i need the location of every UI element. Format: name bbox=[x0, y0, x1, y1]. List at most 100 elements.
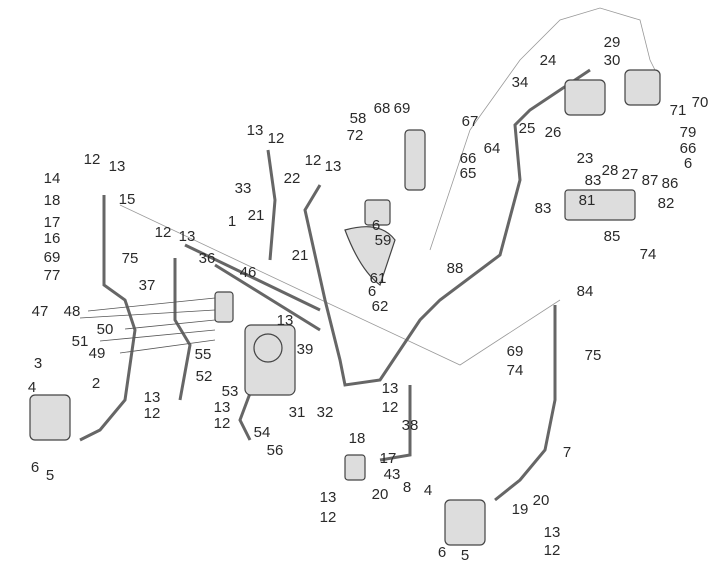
callout-72: 72 bbox=[347, 127, 364, 144]
callout-6: 6 bbox=[31, 459, 39, 476]
abs-motor bbox=[253, 333, 283, 363]
callout-64: 64 bbox=[484, 140, 501, 157]
callout-19: 19 bbox=[512, 501, 529, 518]
callout-24: 24 bbox=[540, 52, 557, 69]
callout-5: 5 bbox=[46, 467, 54, 484]
callout-21: 21 bbox=[248, 207, 265, 224]
callout-12: 12 bbox=[144, 405, 161, 422]
callout-13: 13 bbox=[544, 524, 561, 541]
callout-14: 14 bbox=[44, 170, 61, 187]
callout-22: 22 bbox=[284, 170, 301, 187]
callout-23: 23 bbox=[577, 150, 594, 167]
callout-12: 12 bbox=[305, 152, 322, 169]
parking-caliper bbox=[624, 69, 661, 106]
callout-13: 13 bbox=[325, 158, 342, 175]
callout-4: 4 bbox=[424, 482, 432, 499]
callout-6: 6 bbox=[684, 155, 692, 172]
callout-13: 13 bbox=[382, 380, 399, 397]
callout-13: 13 bbox=[179, 228, 196, 245]
callout-69: 69 bbox=[507, 343, 524, 360]
callout-30: 30 bbox=[604, 52, 621, 69]
callout-38: 38 bbox=[402, 417, 419, 434]
callout-61: 61 bbox=[370, 270, 387, 287]
callout-54: 54 bbox=[254, 424, 271, 441]
callout-12: 12 bbox=[320, 509, 337, 526]
front-right-caliper bbox=[444, 499, 486, 546]
callout-52: 52 bbox=[196, 368, 213, 385]
callout-3: 3 bbox=[34, 355, 42, 372]
callout-32: 32 bbox=[317, 404, 334, 421]
callout-79: 79 bbox=[680, 124, 697, 141]
callout-67: 67 bbox=[462, 113, 479, 130]
callout-59: 59 bbox=[375, 232, 392, 249]
callout-12: 12 bbox=[382, 399, 399, 416]
callout-13: 13 bbox=[109, 158, 126, 175]
callout-12: 12 bbox=[268, 130, 285, 147]
callout-43: 43 bbox=[384, 466, 401, 483]
callout-21: 21 bbox=[292, 247, 309, 264]
callout-65: 65 bbox=[460, 165, 477, 182]
callout-17: 17 bbox=[380, 450, 397, 467]
callout-66: 66 bbox=[460, 150, 477, 167]
bracket bbox=[564, 189, 636, 221]
callout-29: 29 bbox=[604, 34, 621, 51]
pedal-bracket bbox=[404, 129, 426, 191]
callout-88: 88 bbox=[447, 260, 464, 277]
callout-7: 7 bbox=[563, 444, 571, 461]
components bbox=[29, 69, 661, 546]
callout-6: 6 bbox=[372, 217, 380, 234]
callout-58: 58 bbox=[350, 110, 367, 127]
callout-13: 13 bbox=[247, 122, 264, 139]
callout-15: 15 bbox=[119, 191, 136, 208]
callout-53: 53 bbox=[222, 383, 239, 400]
callout-33: 33 bbox=[235, 180, 252, 197]
callout-16: 16 bbox=[44, 230, 61, 247]
callout-13: 13 bbox=[144, 389, 161, 406]
callout-6: 6 bbox=[438, 544, 446, 561]
callout-13: 13 bbox=[214, 399, 231, 416]
callout-75: 75 bbox=[122, 250, 139, 267]
front-left-caliper bbox=[29, 394, 71, 441]
callout-28: 28 bbox=[602, 162, 619, 179]
callout-12: 12 bbox=[155, 224, 172, 241]
callout-5: 5 bbox=[461, 547, 469, 564]
callout-77: 77 bbox=[44, 267, 61, 284]
callout-20: 20 bbox=[533, 492, 550, 509]
callout-70: 70 bbox=[692, 94, 709, 111]
callout-84: 84 bbox=[577, 283, 594, 300]
callout-48: 48 bbox=[64, 303, 81, 320]
callout-18: 18 bbox=[349, 430, 366, 447]
callout-81: 81 bbox=[579, 192, 596, 209]
callout-18: 18 bbox=[44, 192, 61, 209]
callout-4: 4 bbox=[28, 379, 36, 396]
callout-75: 75 bbox=[585, 347, 602, 364]
callout-55: 55 bbox=[195, 346, 212, 363]
callout-39: 39 bbox=[297, 341, 314, 358]
callout-37: 37 bbox=[139, 277, 156, 294]
callout-17: 17 bbox=[44, 214, 61, 231]
callout-46: 46 bbox=[240, 264, 257, 281]
callout-31: 31 bbox=[289, 404, 306, 421]
callout-69: 69 bbox=[394, 100, 411, 117]
callout-50: 50 bbox=[97, 321, 114, 338]
callout-85: 85 bbox=[604, 228, 621, 245]
callout-83: 83 bbox=[535, 200, 552, 217]
heat-shield bbox=[344, 226, 396, 286]
callout-20: 20 bbox=[372, 486, 389, 503]
callout-12: 12 bbox=[84, 151, 101, 168]
callout-1: 1 bbox=[228, 213, 236, 230]
callout-27: 27 bbox=[622, 166, 639, 183]
callout-74: 74 bbox=[640, 246, 657, 263]
reservoir bbox=[214, 291, 234, 323]
splitter bbox=[344, 454, 366, 481]
callout-6: 6 bbox=[368, 283, 376, 300]
callout-25: 25 bbox=[519, 120, 536, 137]
callout-13: 13 bbox=[277, 312, 294, 329]
rear-caliper bbox=[564, 79, 606, 116]
callout-82: 82 bbox=[658, 195, 675, 212]
callout-2: 2 bbox=[92, 375, 100, 392]
callout-56: 56 bbox=[267, 442, 284, 459]
